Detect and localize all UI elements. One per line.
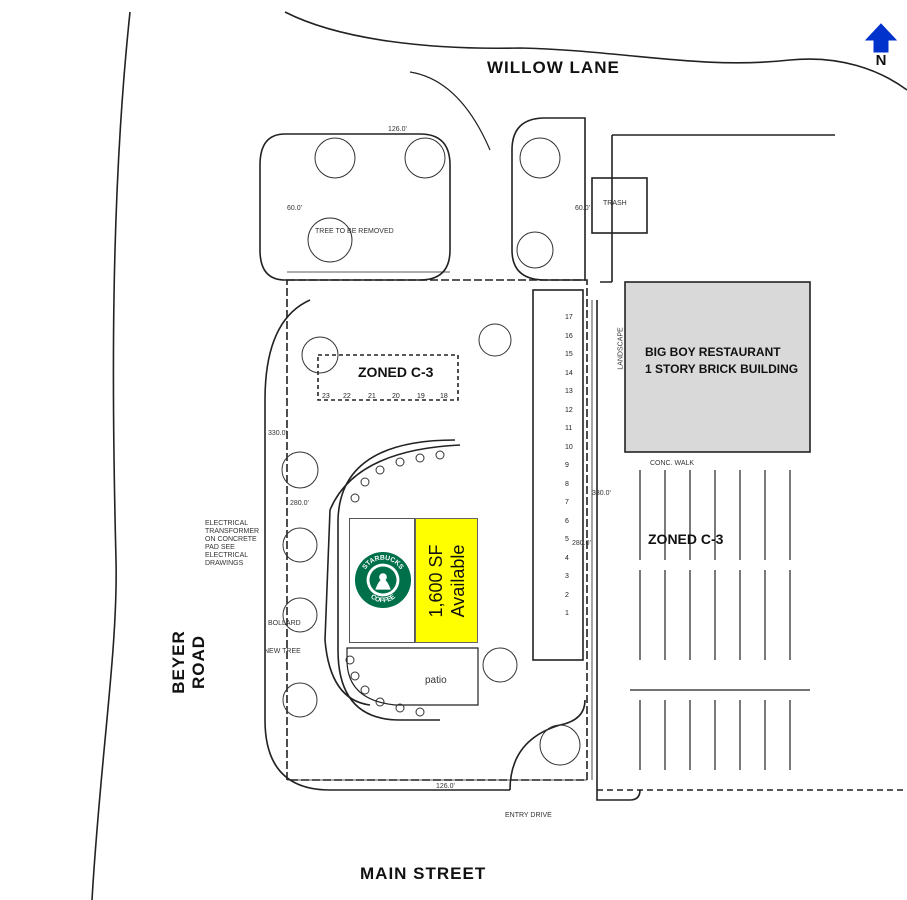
- south-curb: [509, 699, 586, 791]
- landscape-label: LANDSCAPE: [617, 327, 625, 370]
- parking-stall-number: 18: [440, 393, 448, 400]
- dim-top: 126.0': [388, 126, 407, 133]
- site-zoning-label: ZONED C-3: [358, 364, 434, 380]
- svg-text:COFFEE: COFFEE: [369, 593, 397, 604]
- transformer-note: ELECTRICAL TRANSFORMER ON CONCRETE PAD S…: [205, 520, 260, 567]
- dim-east: 330.0': [592, 490, 611, 497]
- beyer-road-label: BEYER ROAD: [169, 630, 208, 694]
- dim-west: 330.0': [268, 430, 287, 437]
- parking-stall-number: 21: [368, 393, 376, 400]
- starbucks-tenant-space: STARBUCKS COFFEE: [349, 518, 415, 643]
- neighbor-name: BIG BOY RESTAURANT: [645, 345, 781, 359]
- north-island-right: [511, 117, 586, 281]
- west-drive: [264, 299, 510, 791]
- east-zoning-label: ZONED C-3: [648, 531, 724, 547]
- patio-area: [346, 647, 479, 706]
- tree-icon: [519, 137, 561, 179]
- tree-icon: [516, 231, 554, 269]
- drive-thru-bollards: [345, 450, 445, 717]
- exit-arrow: [409, 71, 491, 151]
- tree-icon: [482, 647, 518, 683]
- drive-thru-lane: [324, 444, 461, 706]
- trash-label: TRASH: [603, 200, 627, 207]
- available-space-box: 1,600 SF Available: [415, 518, 478, 643]
- parking-stall-number: 8: [565, 480, 569, 488]
- parking-stall-number: 12: [565, 406, 573, 414]
- available-area: 1,600 SF: [425, 543, 446, 618]
- neighbor-building-label: BIG BOY RESTAURANT 1 STORY BRICK BUILDIN…: [645, 344, 798, 378]
- tree-removed-label: TREE TO BE REMOVED: [315, 228, 394, 235]
- tree-icon: [282, 527, 318, 563]
- inner-drive: [337, 439, 456, 721]
- neighbor-parking: [630, 470, 810, 770]
- starbucks-bottom-text: COFFEE: [369, 593, 397, 604]
- parking-stall-number: 1: [565, 610, 569, 617]
- available-status: Available: [447, 544, 468, 617]
- willow-lane-edge: [284, 11, 907, 91]
- parking-stall-number: 6: [565, 517, 569, 525]
- big-boy-building: [624, 281, 811, 453]
- conc-walk-label: CONC. WALK: [650, 460, 695, 467]
- bollard-label: BOLLARD: [268, 620, 301, 627]
- tree-icon: [307, 217, 353, 263]
- compass: N: [864, 22, 898, 69]
- parking-stall-number: 5: [565, 536, 569, 543]
- parking-stall-number: 4: [565, 554, 569, 562]
- parking-stall-number: 14: [565, 369, 573, 377]
- parking-stall-number: 20: [392, 393, 400, 400]
- tree-icon: [539, 724, 581, 766]
- east-boundary: [596, 300, 641, 801]
- entry-drive-label: ENTRY DRIVE: [505, 812, 552, 819]
- dim-west-2: 280.0': [290, 500, 309, 507]
- tree-icon: [281, 451, 319, 489]
- parking-stall-number: 23: [322, 393, 330, 400]
- parking-stall-number: 15: [565, 351, 573, 358]
- parking-stall-number: 19: [417, 393, 425, 400]
- parking-stall-number: 22: [343, 393, 351, 400]
- available-space-label: 1,600 SF Available: [425, 518, 469, 643]
- beyer-road-edge: [91, 11, 131, 900]
- dim-bottom: 126.0': [436, 783, 455, 790]
- parking-stall-number: 7: [565, 499, 569, 506]
- parking-stall-number: 13: [565, 388, 573, 395]
- tree-icons: [281, 137, 581, 766]
- tree-icon: [404, 137, 446, 179]
- tree-icon: [282, 597, 318, 633]
- north-label: N: [875, 52, 887, 69]
- parking-stall-number: 2: [565, 591, 569, 599]
- parking-row-north: [317, 354, 459, 401]
- main-street-label: MAIN STREET: [360, 864, 487, 883]
- new-tree-label: NEW TREE: [264, 648, 301, 655]
- neighbor-description: 1 STORY BRICK BUILDING: [645, 362, 799, 376]
- parking-column-east: [532, 289, 584, 661]
- starbucks-logo: STARBUCKS COFFEE: [354, 551, 412, 609]
- parking-stall-number: 10: [565, 443, 573, 451]
- tree-icon: [314, 137, 356, 179]
- willow-lane-label: WILLOW LANE: [487, 58, 620, 77]
- parking-stall-number: 16: [565, 332, 573, 340]
- north-arrow-icon: [864, 23, 898, 53]
- dim-north-left: 60.0': [287, 205, 302, 212]
- tree-icon: [301, 336, 339, 374]
- neighbor-parcel: [600, 134, 835, 283]
- dim-east-2: 280.0': [572, 540, 591, 547]
- parking-stall-number: 3: [565, 573, 569, 580]
- parking-stall-number: 11: [565, 425, 573, 432]
- dim-north-right: 60.0': [575, 205, 590, 212]
- parking-stall-number: 17: [565, 314, 573, 321]
- parking-stall-number: 9: [565, 462, 569, 469]
- tree-icon: [478, 323, 512, 357]
- trash-enclosure: [591, 177, 648, 234]
- patio-label: patio: [425, 675, 447, 686]
- tree-icon: [282, 682, 318, 718]
